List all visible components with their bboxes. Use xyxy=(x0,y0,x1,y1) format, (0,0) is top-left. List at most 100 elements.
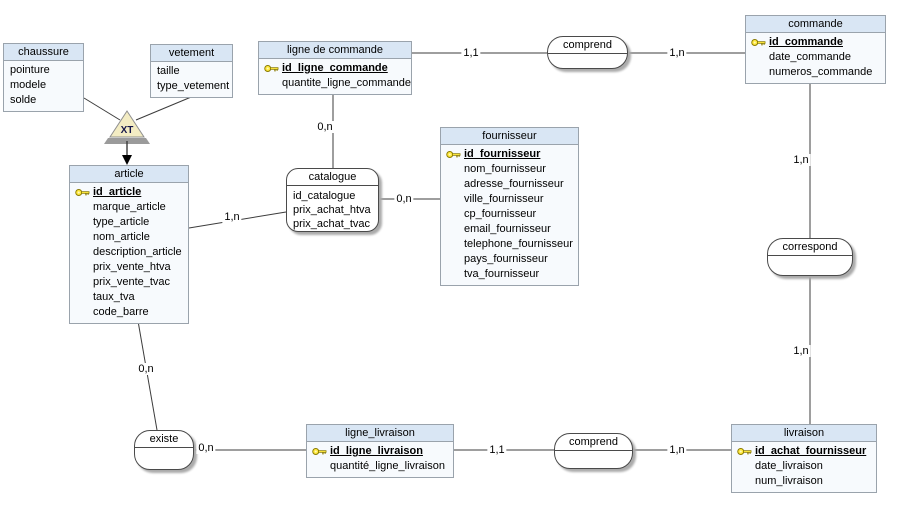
entity-title: vetement xyxy=(151,45,232,62)
attribute-row: type_vetement xyxy=(154,79,229,94)
cardinality-label: 0,n xyxy=(315,121,335,133)
attribute-name: modele xyxy=(10,79,47,91)
attribute-row: adresse_fournisseur xyxy=(444,177,575,192)
entity-title: ligne de commande xyxy=(259,42,411,59)
entity-article[interactable]: article id_article marque_article type_a… xyxy=(69,165,189,324)
attribute-row: numeros_commande xyxy=(749,65,882,80)
attribute-name: pays_fournisseur xyxy=(464,253,548,265)
attribute-name: type_article xyxy=(93,216,150,228)
attribute-name: id_ligne_livraison xyxy=(330,445,423,457)
attribute-row: date_commande xyxy=(749,50,882,65)
attribute-row: prix_achat_tvac xyxy=(293,217,372,231)
entity-title: livraison xyxy=(732,425,876,442)
cardinality-label: 1,n xyxy=(667,444,687,456)
attribute-row: modele xyxy=(7,78,80,93)
attribute-row: prix_achat_htva xyxy=(293,203,372,217)
attribute-name: email_fournisseur xyxy=(464,223,551,235)
cardinality-label: 1,n xyxy=(222,211,242,223)
attribute-row: id_achat_fournisseur xyxy=(735,444,873,459)
cardinality-label: 0,n xyxy=(196,442,216,454)
association-catalogue[interactable]: catalogue id_catalogue prix_achat_htva p… xyxy=(286,168,379,232)
entity-title: fournisseur xyxy=(441,128,578,145)
attribute-row: marque_article xyxy=(73,200,185,215)
attribute-row: id_ligne_livraison xyxy=(310,444,450,459)
attribute-row: id_article xyxy=(73,185,185,200)
attribute-row: pointure xyxy=(7,63,80,78)
attribute-row: taux_tva xyxy=(73,290,185,305)
attribute-name: prix_vente_tvac xyxy=(93,276,171,288)
attribute-name: num_livraison xyxy=(755,475,823,487)
attribute-name: description_article xyxy=(93,246,182,258)
entity-vetement[interactable]: vetement taille type_vetement xyxy=(150,44,233,98)
entity-title: ligne_livraison xyxy=(307,425,453,442)
attribute-name: solde xyxy=(10,94,37,106)
attribute-name: marque_article xyxy=(93,201,166,213)
association-existe[interactable]: existe xyxy=(134,430,194,470)
attribute-row: prix_vente_tvac xyxy=(73,275,185,290)
entity-title: chaussure xyxy=(4,44,83,61)
attribute-name: id_achat_fournisseur xyxy=(755,445,867,457)
entity-title: commande xyxy=(746,16,885,33)
attribute-row: description_article xyxy=(73,245,185,260)
xt-label: XT xyxy=(121,125,134,136)
xt-inheritance-triangle[interactable] xyxy=(109,110,145,138)
attribute-row: code_barre xyxy=(73,305,185,320)
entity-fournisseur[interactable]: fournisseur id_fournisseur nom_fournisse… xyxy=(440,127,579,286)
attribute-name: date_commande xyxy=(769,51,851,63)
attribute-name: prix_achat_htva xyxy=(293,204,371,216)
attribute-name: ville_fournisseur xyxy=(464,193,544,205)
attribute-name: id_ligne_commande xyxy=(282,62,388,74)
arrowhead-xt-article xyxy=(122,155,132,165)
attribute-row: id_catalogue xyxy=(293,189,372,203)
association-title: comprend xyxy=(548,37,627,54)
attribute-name: taille xyxy=(157,65,180,77)
attribute-name: adresse_fournisseur xyxy=(464,178,564,190)
key-icon xyxy=(73,188,93,197)
entity-ligne-livraison[interactable]: ligne_livraison id_ligne_livraison quant… xyxy=(306,424,454,478)
attribute-name: prix_achat_tvac xyxy=(293,218,371,230)
attribute-row: email_fournisseur xyxy=(444,222,575,237)
key-icon xyxy=(310,447,330,456)
attribute-row: nom_fournisseur xyxy=(444,162,575,177)
cardinality-label: 1,n xyxy=(791,345,811,357)
connector-vetement-xt xyxy=(135,94,197,121)
key-icon xyxy=(262,64,282,73)
attribute-row: tva_fournisseur xyxy=(444,267,575,282)
key-icon xyxy=(735,447,755,456)
connector-article-existe xyxy=(137,320,158,431)
attribute-row: nom_article xyxy=(73,230,185,245)
entity-chaussure[interactable]: chaussure pointure modele solde xyxy=(3,43,84,112)
cardinality-label: 1,n xyxy=(667,47,687,59)
attribute-name: taux_tva xyxy=(93,291,135,303)
association-comprend-bottom[interactable]: comprend xyxy=(554,433,633,469)
association-title: catalogue xyxy=(287,169,378,186)
cardinality-label: 1,n xyxy=(791,154,811,166)
attribute-name: numeros_commande xyxy=(769,66,873,78)
attribute-name: id_article xyxy=(93,186,142,198)
cardinality-label: 0,n xyxy=(394,193,414,205)
association-comprend-top[interactable]: comprend xyxy=(547,36,628,69)
attribute-name: type_vetement xyxy=(157,80,230,92)
entity-title: article xyxy=(70,166,188,183)
attribute-name: id_commande xyxy=(769,36,843,48)
attribute-row: id_fournisseur xyxy=(444,147,575,162)
attribute-name: cp_fournisseur xyxy=(464,208,537,220)
attribute-row: prix_vente_htva xyxy=(73,260,185,275)
key-icon xyxy=(749,38,769,47)
cardinality-label: 0,n xyxy=(136,363,156,375)
attribute-row: solde xyxy=(7,93,80,108)
entity-livraison[interactable]: livraison id_achat_fournisseur date_livr… xyxy=(731,424,877,493)
association-correspond[interactable]: correspond xyxy=(767,238,853,276)
attribute-row: num_livraison xyxy=(735,474,873,489)
attribute-row: id_ligne_commande xyxy=(262,61,408,76)
entity-commande[interactable]: commande id_commande date_commande numer… xyxy=(745,15,886,84)
attribute-name: id_fournisseur xyxy=(464,148,541,160)
attribute-name: telephone_fournisseur xyxy=(464,238,573,250)
attribute-name: quantité_ligne_livraison xyxy=(330,460,445,472)
attribute-row: id_commande xyxy=(749,35,882,50)
association-title: comprend xyxy=(555,434,632,451)
attribute-row: quantité_ligne_livraison xyxy=(310,459,450,474)
entity-ligne-de-commande[interactable]: ligne de commande id_ligne_commande quan… xyxy=(258,41,412,95)
attribute-row: telephone_fournisseur xyxy=(444,237,575,252)
